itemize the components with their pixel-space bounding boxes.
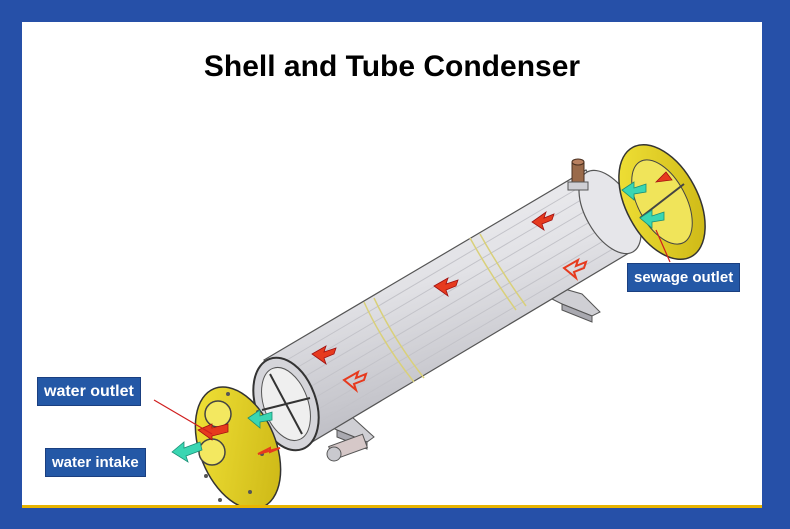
arrow-cyan-3	[621, 181, 647, 201]
flow-arrows-cyan	[171, 181, 665, 463]
drain-valve	[326, 433, 368, 462]
arrow-outline-2	[562, 257, 588, 282]
top-nozzle	[567, 158, 589, 191]
condenser-shell	[263, 169, 642, 443]
flow-arrows-red	[197, 171, 673, 441]
label-water-outlet: water outlet	[37, 377, 141, 406]
label-water-intake: water intake	[45, 448, 146, 477]
arrow-cyan-1	[171, 441, 203, 463]
arrow-red-1	[531, 210, 555, 231]
arrow-cyan-2	[247, 409, 273, 429]
leader-sewage-outlet	[655, 229, 671, 263]
arrow-red-5	[654, 171, 673, 183]
accent-line	[22, 505, 762, 508]
label-sewage-outlet: sewage outlet	[627, 263, 741, 292]
arrow-outline-3	[257, 446, 281, 455]
end-cover-far	[618, 143, 706, 261]
arrow-cyan-4	[639, 209, 665, 229]
leader-water-outlet	[153, 399, 213, 435]
arrow-red-3	[311, 345, 337, 366]
arrow-red-4	[197, 423, 229, 441]
leader-lines	[153, 229, 671, 435]
arrow-red-2	[433, 277, 459, 298]
flow-arrows-outline	[257, 257, 588, 455]
arrow-outline-1	[342, 369, 368, 394]
condenser-illustration	[153, 143, 706, 505]
diagram-title: Shell and Tube Condenser	[203, 50, 581, 83]
